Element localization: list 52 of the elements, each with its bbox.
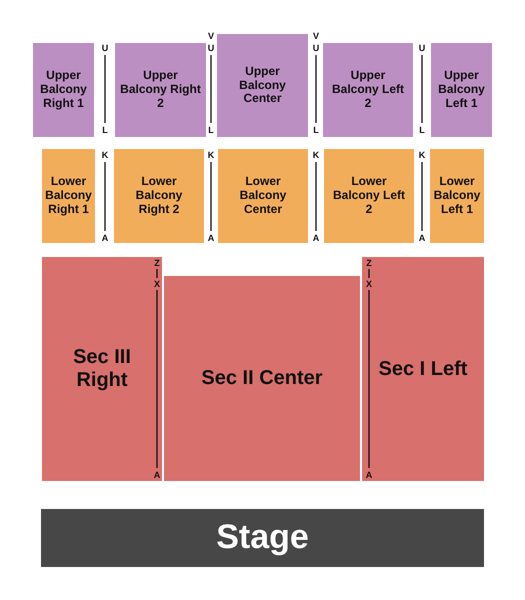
row-letter: L [418,125,426,135]
section-label: Lower Balcony Right 1 [44,175,93,217]
row-letter: Z [153,258,161,268]
section-label: Lower Balcony Left 1 [432,175,482,217]
section-label: Lower Balcony Left 2 [332,175,406,217]
seating-section [430,149,484,243]
row-letter: A [152,470,162,480]
seating-section [115,43,206,137]
row-letter: L [207,125,215,135]
seating-section [217,34,308,137]
section-label: Upper Balcony Left 1 [437,69,486,111]
row-letter: K [312,150,320,160]
row-letter: A [206,233,216,243]
stage-label: Stage [216,518,309,558]
section-label: Upper Balcony Left 2 [330,69,405,111]
row-letter: A [100,233,110,243]
row-letter: A [312,233,320,243]
stage [41,509,484,567]
seating-section [164,276,360,481]
seating-section [218,149,308,243]
row-letter: X [152,279,161,289]
section-label: Upper Balcony Center [238,64,287,106]
seating-section [33,43,94,137]
seating-section [42,257,162,481]
seating-section [114,149,204,243]
row-letter: U [206,43,216,53]
seating-section [323,43,413,137]
section-label: Upper Balcony Right 2 [120,69,201,111]
row-letter: A [364,470,374,480]
seating-section [324,149,414,243]
row-letter: V [206,31,215,41]
section-label: Sec III Right [72,346,132,392]
row-letter: U [312,43,320,53]
row-letter: K [418,150,426,160]
seating-section [362,257,484,481]
section-label: Sec II Center [201,367,323,390]
row-letter: V [312,31,320,41]
row-letter: K [206,150,216,160]
seating-section [431,43,492,137]
section-label: Upper Balcony Right 1 [39,69,88,111]
section-label: Sec I Left [378,358,468,380]
row-letter: Z [365,258,373,268]
section-label: Lower Balcony Right 2 [134,175,184,217]
row-letter: L [312,125,320,135]
row-letter: L [101,125,109,135]
row-letter: K [100,150,110,160]
seating-section [42,149,95,243]
row-letter: X [364,279,373,289]
row-letter: A [418,233,426,243]
section-label: Lower Balcony Center [238,175,288,217]
row-letter: U [418,43,426,53]
row-letter: U [100,43,110,53]
